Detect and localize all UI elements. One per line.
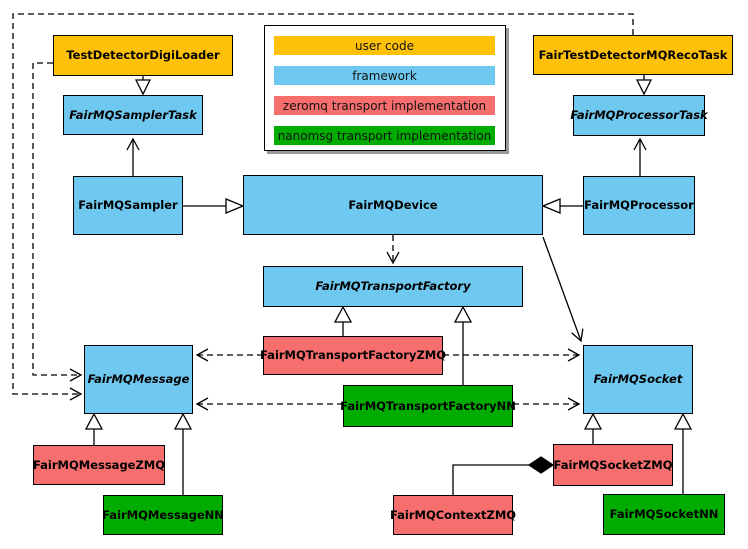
edge-digiloader-inherits-samplertask [134,76,152,96]
edge-processor-inherits-device [541,198,583,214]
legend-item-framework: framework [274,66,495,85]
node-fairmqcontextzmq: FairMQContextZMQ [389,495,517,535]
node-label: FairMQSocket [593,372,683,387]
node-label: FairMQSamplerTask [69,107,197,122]
edge-messagezmq-inherits-message [84,412,104,445]
node-label: TestDetectorDigiLoader [66,48,220,63]
node-fairmqsocketnn: FairMQSocketNN [603,494,725,535]
node-fairtestdetectormqrecotask: FairTestDetectorMQRecoTask [533,35,733,75]
node-label: FairMQMessageNN [102,507,224,522]
node-label: FairMQTransportFactoryNN [340,398,516,413]
node-fairmqtransportfactorynn: FairMQTransportFactoryNN [340,385,516,427]
edge-device-uses-socket [542,236,584,343]
edge-socketnn-inherits-socket [673,412,693,494]
node-label: FairMQContextZMQ [389,507,517,522]
node-fairmqsamplertask: FairMQSamplerTask [63,95,203,135]
edge-digiloader-depends-message [32,62,83,382]
node-testdetectordigiloader: TestDetectorDigiLoader [53,35,233,76]
node-fairmqprocessortask: FairMQProcessorTask [570,95,708,136]
edge-recotask-inherits-processortask [635,75,653,96]
node-fairmqtransportfactoryzmq: FairMQTransportFactoryZMQ [260,336,447,375]
node-fairmqprocessor: FairMQProcessor [583,176,695,235]
edge-messagenn-inherits-message [173,412,193,495]
node-fairmqmessagenn: FairMQMessageNN [102,495,224,535]
node-label: FairMQSocketZMQ [553,457,673,472]
node-label: FairMQMessageZMQ [32,457,166,472]
node-fairmqsocket: FairMQSocket [583,345,693,414]
edge-recotask-depends-message [12,13,634,401]
legend: user code framework zeromq transport imp… [264,25,506,151]
edge-socketzmq-inherits-socket [583,412,603,444]
node-fairmqmessagezmq: FairMQMessageZMQ [33,445,165,485]
edge-factorynn-inherits-factory [453,305,473,385]
node-fairmqsocketzmq: FairMQSocketZMQ [553,444,673,486]
node-fairmqsampler: FairMQSampler [73,176,183,235]
node-label: FairMQTransportFactory [315,279,471,294]
edge-sampler-inherits-device [183,198,245,214]
node-label: FairMQSocketNN [609,507,719,522]
node-label: FairMQTransportFactoryZMQ [260,348,447,363]
node-fairmqmessage: FairMQMessage [84,345,193,414]
edge-socketzmq-owns-contextzmq [452,456,555,495]
node-label: FairMQDevice [348,197,438,212]
node-label: FairMQProcessorTask [570,108,708,123]
legend-item-user-code: user code [274,36,495,55]
edge-factoryzmq-inherits-factory [333,305,353,336]
node-label: FairMQProcessor [584,198,694,213]
legend-item-zeromq: zeromq transport implementation [274,96,495,115]
node-fairmqdevice: FairMQDevice [243,175,543,235]
node-label: FairMQSampler [78,198,178,213]
node-label: FairMQMessage [87,372,190,387]
node-label: FairTestDetectorMQRecoTask [538,47,728,62]
legend-item-nanomsg: nanomsg transport implementation [274,126,495,145]
node-fairmqtransportfactory: FairMQTransportFactory [263,266,523,307]
